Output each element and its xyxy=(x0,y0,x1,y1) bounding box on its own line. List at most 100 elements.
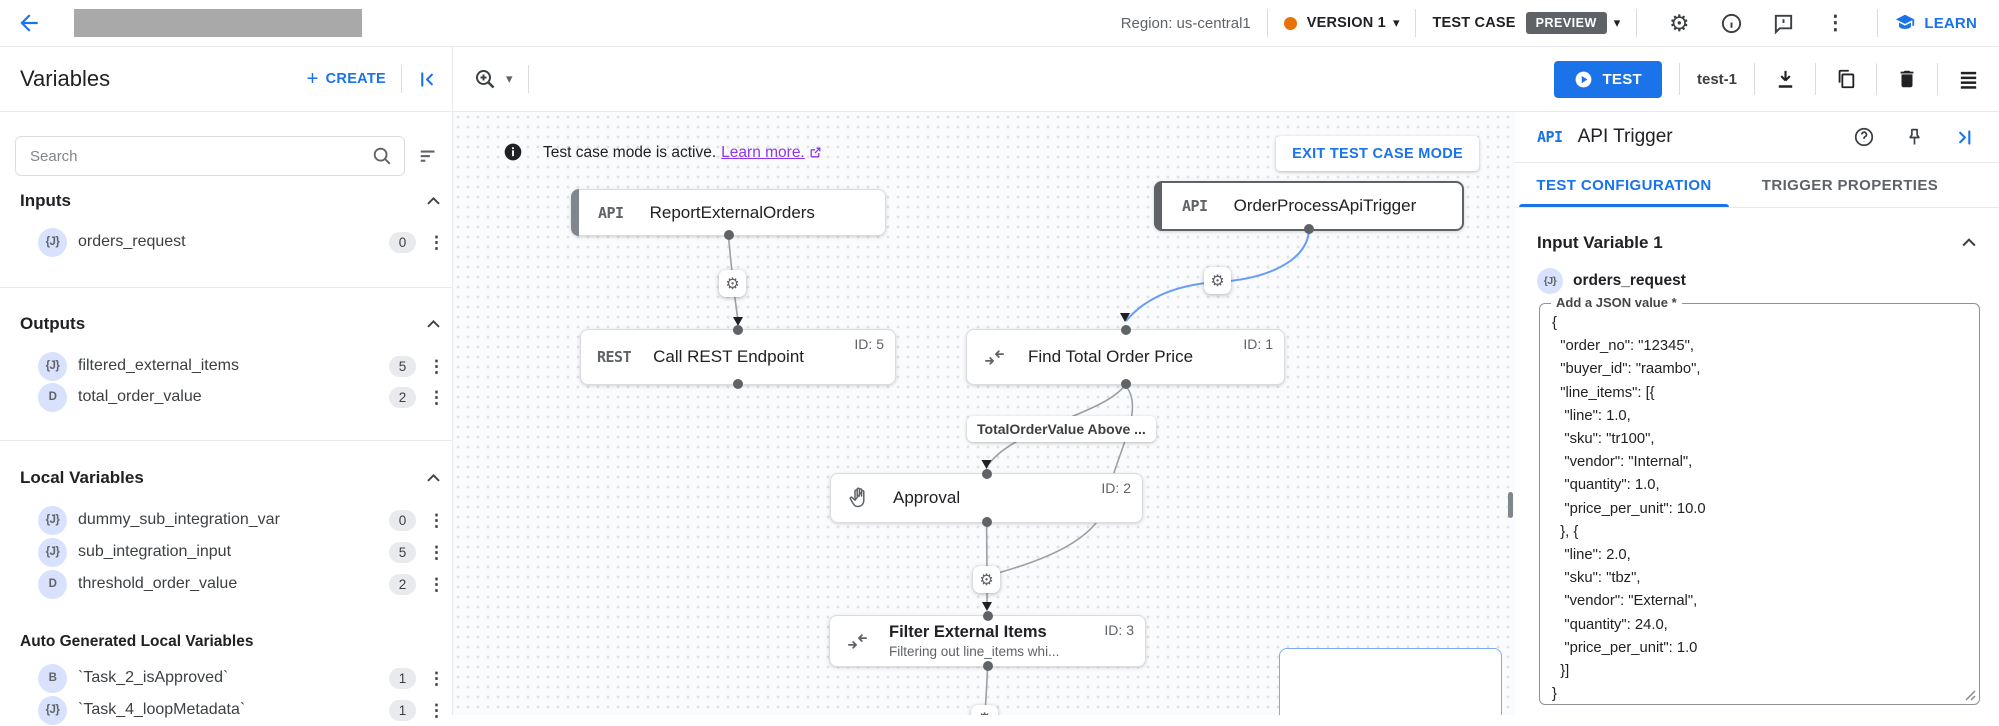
node-title: Filter External Items xyxy=(889,623,1047,641)
variable-row[interactable]: {J} filtered_external_items 5 ⋮ xyxy=(0,350,452,382)
learn-link[interactable]: LEARN xyxy=(1894,12,1977,34)
edge-gear-icon[interactable]: ⚙ xyxy=(1204,267,1231,294)
help-icon[interactable] xyxy=(1851,124,1877,150)
more-vert-icon[interactable]: ⋮ xyxy=(428,356,445,376)
json-value-text[interactable]: { "order_no": "12345", "buyer_id": "raam… xyxy=(1552,315,1706,703)
divider xyxy=(0,440,452,441)
variable-row[interactable]: D threshold_order_value 2 ⋮ xyxy=(0,568,452,600)
connection-dot[interactable] xyxy=(982,661,993,671)
variable-row[interactable]: B `Task_2_isApproved` 1 ⋮ xyxy=(0,662,452,694)
copy-icon[interactable] xyxy=(1833,66,1859,92)
node-order-process-api-trigger[interactable]: API OrderProcessApiTrigger xyxy=(1154,181,1464,234)
zoom-dropdown[interactable]: ▾ xyxy=(473,67,513,91)
connection-dot[interactable] xyxy=(1120,325,1131,335)
more-vert-icon[interactable]: ⋮ xyxy=(428,232,445,252)
more-vert-icon[interactable]: ⋮ xyxy=(428,542,445,562)
back-arrow-icon[interactable] xyxy=(16,10,42,36)
exit-test-case-mode-button[interactable]: EXIT TEST CASE MODE xyxy=(1276,136,1479,171)
edge-gear-icon[interactable]: ⚙ xyxy=(971,705,998,715)
school-icon xyxy=(1896,14,1915,29)
connection-dot[interactable] xyxy=(723,230,734,240)
section-header-local-variables: Local Variables xyxy=(20,465,440,491)
node-approval[interactable]: ID: 2 Approval xyxy=(830,469,1143,527)
trigger-accent-bar xyxy=(1154,181,1162,231)
info-icon[interactable] xyxy=(1718,10,1744,36)
connection-dot[interactable] xyxy=(1120,379,1131,389)
json-field-label: Add a JSON value * xyxy=(1551,295,1682,310)
api-trigger-panel: API API Trigger TEST CONFIGURATION TRIGG… xyxy=(1515,112,1999,715)
variable-name: orders_request xyxy=(78,233,186,250)
pin-icon[interactable] xyxy=(1901,124,1927,150)
usage-count-badge: 1 xyxy=(389,667,416,689)
divider xyxy=(401,65,402,93)
connection-dot[interactable] xyxy=(981,517,992,527)
test-case-dropdown[interactable]: TEST CASE PREVIEW ▾ xyxy=(1432,12,1620,34)
variable-row[interactable]: {J} `Task_4_loopMetadata` 1 ⋮ xyxy=(0,694,452,726)
selection-note-box[interactable] xyxy=(1279,648,1502,715)
download-icon[interactable] xyxy=(1772,66,1798,92)
node-call-rest-endpoint[interactable]: ID: 5 REST Call REST Endpoint xyxy=(580,325,896,389)
more-vert-icon[interactable]: ⋮ xyxy=(428,700,445,720)
learn-label: LEARN xyxy=(1924,14,1977,32)
node-filter-external-items[interactable]: ID: 3 Filter External Items Filtering ou… xyxy=(829,611,1146,671)
json-type-icon: {J} xyxy=(38,351,67,381)
node-find-total-order-price[interactable]: ID: 1 Find Total Order Price xyxy=(966,325,1285,389)
task-list-icon[interactable] xyxy=(1955,66,1981,92)
more-vert-icon[interactable]: ⋮ xyxy=(428,387,445,407)
divider xyxy=(1754,63,1755,95)
more-vert-icon[interactable]: ⋮ xyxy=(428,574,445,594)
delete-trash-icon[interactable] xyxy=(1894,66,1920,92)
workflow-canvas[interactable]: Test case mode is active.Learn more. EXI… xyxy=(453,112,1515,715)
variable-name: sub_integration_input xyxy=(78,543,232,560)
node-id-label: ID: 1 xyxy=(1243,336,1273,352)
divider xyxy=(1266,9,1268,37)
test-button[interactable]: TEST xyxy=(1554,60,1662,98)
variable-row[interactable]: {J} dummy_sub_integration_var 0 ⋮ xyxy=(0,504,452,536)
collapse-panel-icon[interactable] xyxy=(1951,124,1977,150)
chevron-up-icon[interactable] xyxy=(424,192,443,211)
edge-gear-icon[interactable]: ⚙ xyxy=(719,270,746,297)
test-case-name[interactable]: test-1 xyxy=(1696,70,1737,88)
more-vert-icon[interactable]: ⋮ xyxy=(428,510,445,530)
usage-count-badge: 1 xyxy=(389,699,416,721)
learn-more-link[interactable]: Learn more. xyxy=(721,144,805,161)
search-input[interactable] xyxy=(15,136,405,176)
json-value-field[interactable]: Add a JSON value * { "order_no": "12345"… xyxy=(1539,295,1980,705)
variable-name: `Task_2_isApproved` xyxy=(78,669,229,686)
variable-row[interactable]: D total_order_value 2 ⋮ xyxy=(0,381,452,413)
rest-badge: REST xyxy=(597,348,632,366)
connection-dot[interactable] xyxy=(733,379,743,389)
connection-dot[interactable] xyxy=(733,325,743,335)
json-type-icon: {J} xyxy=(38,537,67,567)
edge-gear-icon[interactable]: ⚙ xyxy=(973,566,1000,593)
edge-condition-label[interactable]: TotalOrderValue Above ... xyxy=(967,416,1156,442)
chevron-up-icon[interactable] xyxy=(424,315,443,334)
variable-row[interactable]: {J} sub_integration_input 5 ⋮ xyxy=(0,536,452,568)
input-variable-section-title: Input Variable 1 xyxy=(1537,233,1663,252)
redacted-title xyxy=(74,9,362,37)
json-type-icon: {J} xyxy=(38,695,67,725)
api-badge: API xyxy=(1182,197,1208,215)
resize-handle-icon[interactable] xyxy=(1964,689,1976,701)
variable-row[interactable]: {J} orders_request 0 ⋮ xyxy=(0,226,452,258)
usage-count-badge: 0 xyxy=(389,509,416,531)
divider xyxy=(1937,63,1938,95)
chevron-up-icon[interactable] xyxy=(424,469,443,488)
connection-dot[interactable] xyxy=(982,611,993,621)
canvas-scrollbar-thumb[interactable] xyxy=(1508,492,1513,518)
collapse-sidebar-icon[interactable] xyxy=(417,69,438,90)
version-dropdown[interactable]: VERSION 1 ▾ xyxy=(1283,15,1399,31)
create-variable-button[interactable]: + CREATE xyxy=(306,67,386,90)
tab-trigger-properties[interactable]: TRIGGER PROPERTIES xyxy=(1761,176,1939,194)
node-report-external-orders[interactable]: API ReportExternalOrders xyxy=(571,189,886,240)
settings-gear-icon[interactable]: ⚙ xyxy=(1669,9,1690,36)
chevron-up-icon[interactable] xyxy=(1959,233,1979,253)
divider xyxy=(1415,9,1417,37)
more-vert-icon[interactable]: ⋮ xyxy=(1825,12,1846,34)
more-vert-icon[interactable]: ⋮ xyxy=(428,668,445,688)
feedback-icon[interactable] xyxy=(1770,10,1796,36)
connection-dot[interactable] xyxy=(981,469,992,479)
tab-test-configuration[interactable]: TEST CONFIGURATION xyxy=(1519,163,1729,207)
connection-dot[interactable] xyxy=(1304,224,1314,234)
sort-filter-icon[interactable] xyxy=(418,145,440,167)
